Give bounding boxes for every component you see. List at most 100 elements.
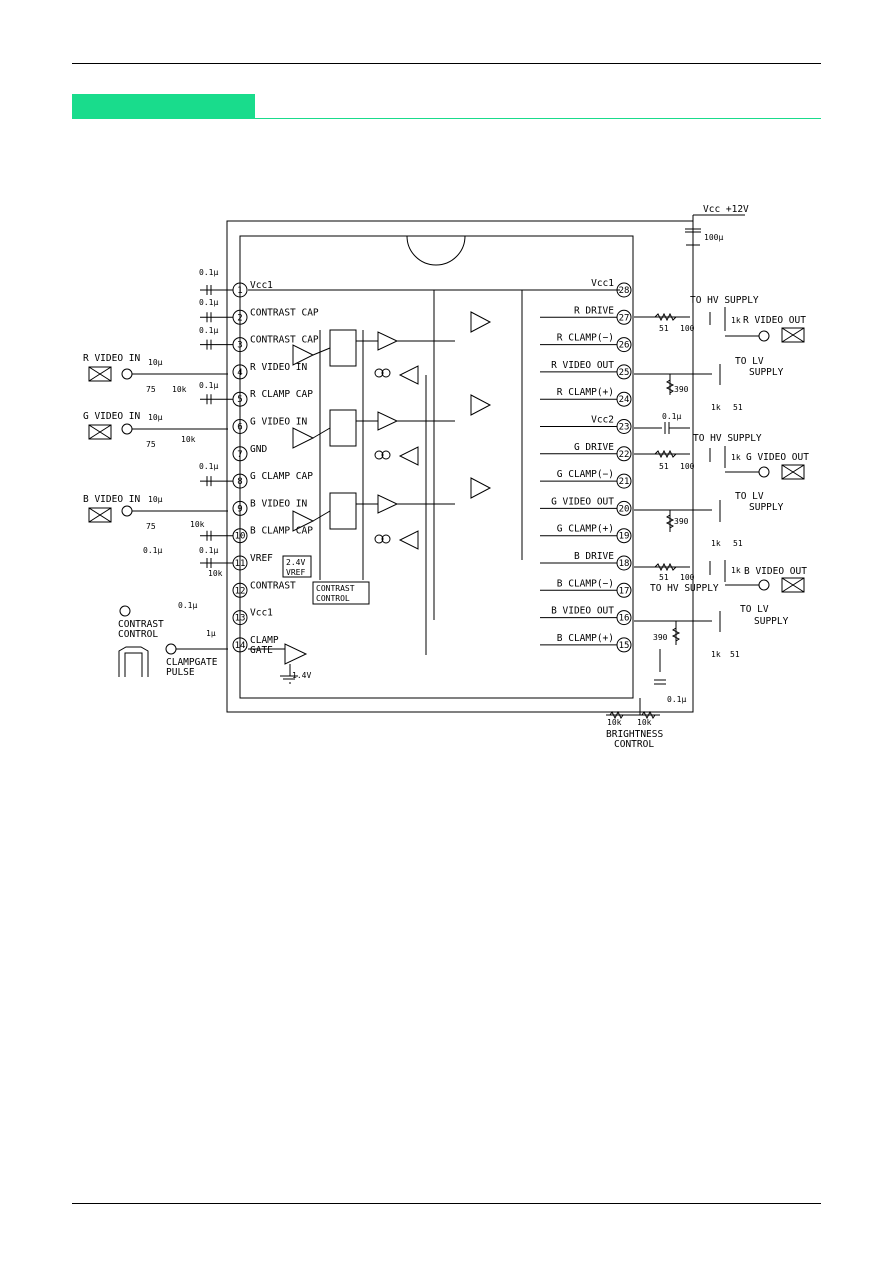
pin-19: 19G CLAMP(+) <box>540 524 632 544</box>
section-accent-bar <box>72 94 255 119</box>
pin-label: G CLAMP(+) <box>557 524 614 535</box>
pin-label: B DRIVE <box>574 551 614 562</box>
pin-number: 17 <box>619 586 630 596</box>
pin-label: R VIDEO IN <box>250 362 307 373</box>
svg-text:75: 75 <box>146 385 156 394</box>
pin-label: G CLAMP CAP <box>250 471 313 482</box>
svg-text:SUPPLY: SUPPLY <box>754 616 789 627</box>
contrast-control-input: CONTRAST CONTROL <box>118 605 164 640</box>
pin-22: 22G DRIVE <box>540 442 632 462</box>
pin-24: 24R CLAMP(+) <box>540 387 632 407</box>
pin-20: 20G VIDEO OUT <box>540 496 632 516</box>
r-video-in-connector: R VIDEO IN <box>83 353 228 382</box>
pin-18: 18 B DRIVE <box>540 551 632 571</box>
pin-number: 28 <box>619 286 630 296</box>
pin-label: GND <box>250 444 267 455</box>
pin-5: 5 R CLAMP CAP <box>200 389 313 407</box>
svg-text:390: 390 <box>653 633 668 642</box>
header-rule <box>72 63 821 64</box>
svg-text:CONTRAST: CONTRAST <box>316 584 355 593</box>
pin-label: B CLAMP CAP <box>250 526 313 537</box>
pin-number: 12 <box>235 586 246 596</box>
pin-9: 9B VIDEO IN <box>232 498 307 516</box>
svg-text:2.4V: 2.4V <box>286 558 305 567</box>
svg-text:0.1µ: 0.1µ <box>667 695 686 704</box>
svg-text:TO HV SUPPLY: TO HV SUPPLY <box>693 433 762 444</box>
pin-number: 27 <box>619 313 630 323</box>
svg-text:SUPPLY: SUPPLY <box>749 367 784 378</box>
pin-label: R DRIVE <box>574 305 614 316</box>
pin-label: GATE <box>250 645 273 656</box>
pin-number: 11 <box>235 559 246 569</box>
pin-number: 26 <box>619 341 630 351</box>
svg-text:390: 390 <box>674 385 689 394</box>
pin-label: R CLAMP(−) <box>557 333 614 344</box>
svg-text:1k: 1k <box>711 650 721 659</box>
svg-text:0.1µ: 0.1µ <box>143 546 162 555</box>
pin-label: G VIDEO IN <box>250 417 307 428</box>
svg-text:10k: 10k <box>607 718 622 727</box>
svg-text:0.1µ: 0.1µ <box>662 412 681 421</box>
g-video-out-connector: G VIDEO OUT <box>746 452 809 480</box>
b-video-in-connector: B VIDEO IN <box>83 494 228 523</box>
svg-text:10µ: 10µ <box>148 413 163 422</box>
pin-17: 17 B CLAMP(−) <box>540 578 632 598</box>
svg-text:G VIDEO OUT: G VIDEO OUT <box>746 452 809 463</box>
pin-23: 23 Vcc2 <box>540 415 632 434</box>
pin-label: B VIDEO OUT <box>551 606 614 617</box>
pin-label: CONTRAST CAP <box>250 335 319 346</box>
svg-text:100µ: 100µ <box>704 233 723 242</box>
clamp-gate-buffer: 1.4V <box>248 643 311 684</box>
pin-number: 14 <box>235 641 246 651</box>
svg-text:0.1µ: 0.1µ <box>199 546 218 555</box>
svg-text:VREF: VREF <box>286 568 305 577</box>
pin-16: 16B VIDEO OUT <box>540 606 632 626</box>
svg-text:1k: 1k <box>731 453 741 462</box>
svg-text:B VIDEO OUT: B VIDEO OUT <box>744 566 807 577</box>
pin-number: 5 <box>237 395 242 405</box>
svg-text:1k: 1k <box>731 316 741 325</box>
pin-label: G DRIVE <box>574 442 614 453</box>
pin-label: CONTRAST CAP <box>250 307 319 318</box>
pin-number: 23 <box>619 423 630 433</box>
pin-number: 20 <box>619 504 630 514</box>
svg-text:51: 51 <box>733 403 743 412</box>
pin-25: 25R VIDEO OUT <box>540 360 632 380</box>
clampgate-pulse-input: CLAMPGATE PULSE <box>118 643 228 678</box>
pin-21: 21G CLAMP(−) <box>540 469 632 489</box>
pin-number: 2 <box>237 313 242 323</box>
b-video-out-connector: B VIDEO OUT <box>744 566 807 593</box>
svg-text:1k: 1k <box>711 403 721 412</box>
ic-body <box>226 220 694 713</box>
svg-text:B VIDEO IN: B VIDEO IN <box>83 494 140 505</box>
pin-label: R CLAMP(+) <box>557 387 614 398</box>
pin-label: R CLAMP CAP <box>250 389 313 400</box>
svg-text:TO LV: TO LV <box>735 491 764 502</box>
pin-number: 9 <box>237 504 242 514</box>
svg-text:0.1µ: 0.1µ <box>199 326 218 335</box>
r-video-out-connector: R VIDEO OUT <box>743 315 806 343</box>
svg-text:10k: 10k <box>637 718 652 727</box>
pin-number: 15 <box>619 641 630 651</box>
footer-rule <box>72 1203 821 1204</box>
svg-text:0.1µ: 0.1µ <box>199 462 218 471</box>
svg-text:BRIGHTNESS: BRIGHTNESS <box>606 729 663 740</box>
svg-text:CONTRAST: CONTRAST <box>118 619 164 630</box>
svg-text:0.1µ: 0.1µ <box>199 381 218 390</box>
pin-label: Vcc2 <box>591 415 614 426</box>
pin-number: 18 <box>619 559 630 569</box>
svg-text:TO LV: TO LV <box>735 356 764 367</box>
pin-number: 8 <box>237 477 242 487</box>
svg-text:TO HV SUPPLY: TO HV SUPPLY <box>690 295 759 306</box>
pin-8: 8 G CLAMP CAP <box>200 471 313 489</box>
pin-label: B CLAMP(−) <box>557 578 614 589</box>
